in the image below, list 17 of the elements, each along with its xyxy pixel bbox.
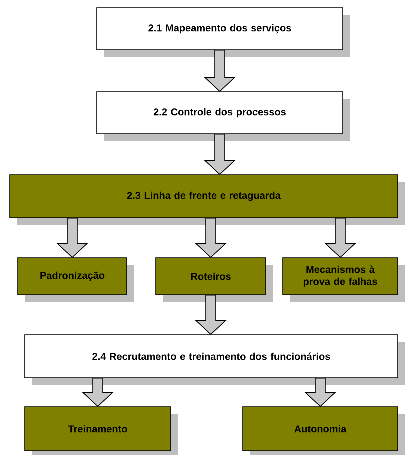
block-arrow xyxy=(194,295,228,336)
block-arrow xyxy=(204,50,236,92)
process-box: 2.2 Controle dos processos xyxy=(96,92,344,134)
process-box: Padronização xyxy=(18,258,128,296)
block-arrow xyxy=(82,378,114,408)
process-box: Treinamento xyxy=(24,406,172,452)
process-box: Roteiros xyxy=(156,258,266,296)
process-box: 2.1 Mapeamento dos serviços xyxy=(96,8,344,50)
block-arrow xyxy=(204,134,236,176)
process-box: Autonomia xyxy=(242,406,398,452)
process-box: 2.3 Linha de frente e retaguarda xyxy=(10,174,398,218)
block-arrow xyxy=(304,378,337,408)
block-arrow xyxy=(56,218,89,258)
block-arrow xyxy=(194,218,228,258)
block-arrow xyxy=(324,218,357,258)
process-box: 2.4 Recrutamento e treinamento dos funcionários xyxy=(24,334,398,378)
process-box: Mecanismos à prova de falhas xyxy=(282,258,398,296)
